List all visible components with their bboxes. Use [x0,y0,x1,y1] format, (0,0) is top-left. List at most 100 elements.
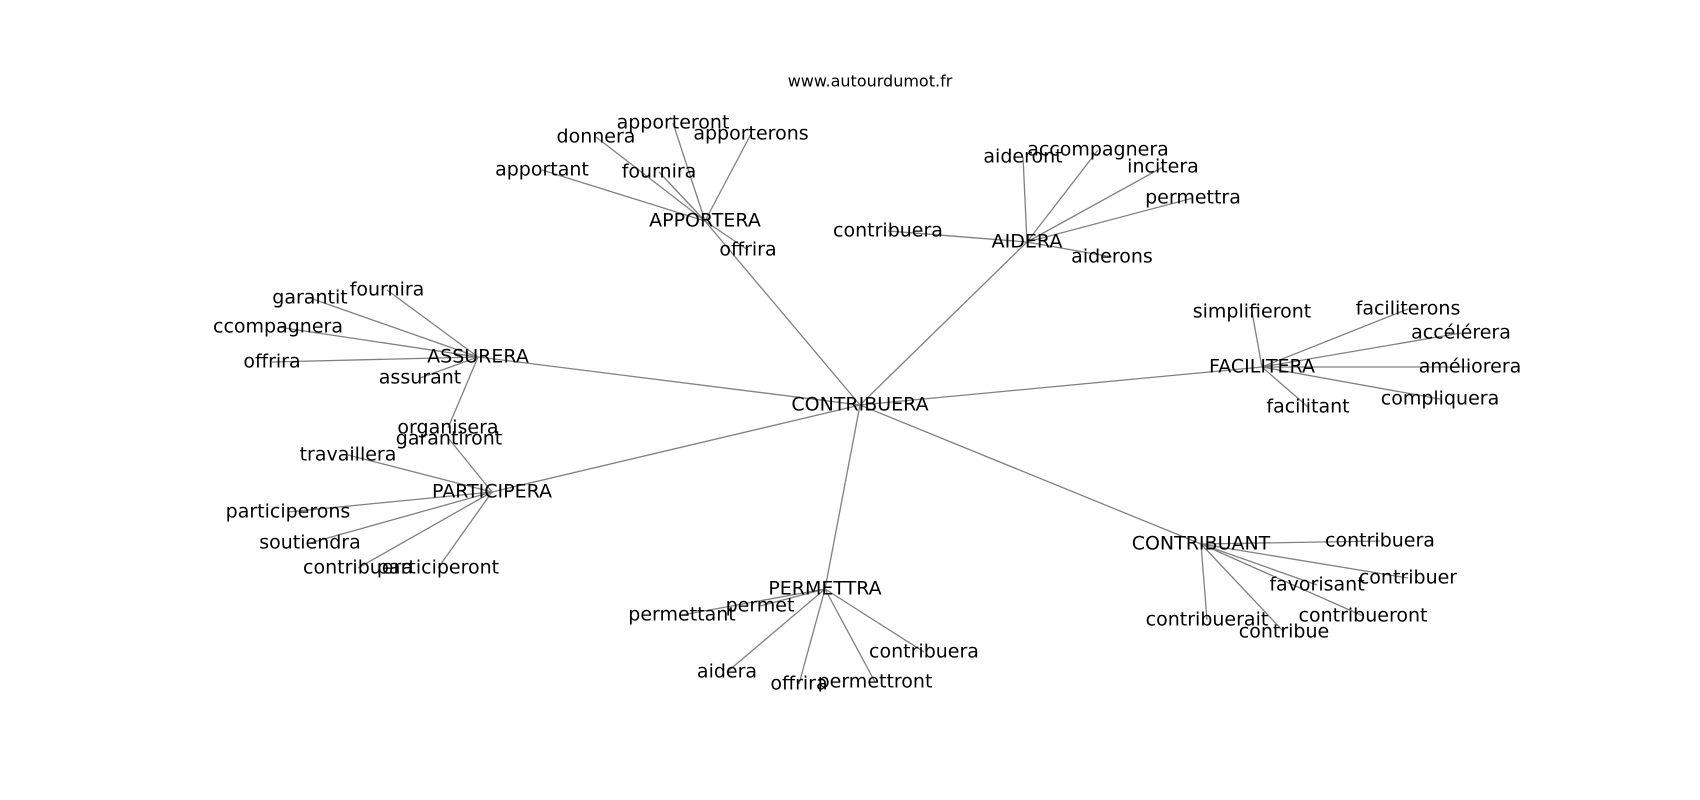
edge-hub-leaf [1261,332,1462,368]
leaf-node: aideront [983,146,1062,168]
edge-hub-leaf [541,169,706,222]
hub-node: FACILITERA [1209,356,1315,378]
leaf-node: améliorera [1419,356,1522,378]
edge-hub-leaf [1261,366,1309,408]
leaf-node: accompagnera [1027,139,1169,161]
leaf-node: contribueront [1299,605,1428,627]
watermark: www.autourdumot.fr [788,72,953,91]
edge-hub-leaf [1251,311,1263,368]
leaf-node: permettant [628,604,735,626]
edge-hub-leaf [287,491,493,513]
leaf-node: organisera [397,417,498,439]
leaf-node: facilitant [1266,396,1349,418]
edge-center-hub [477,356,861,406]
edge-center-hub [824,404,861,590]
leaf-node: garantit [272,287,347,309]
edges-layer [271,122,1470,685]
edge-hub-leaf [824,588,876,683]
edge-hub-leaf [704,220,749,251]
leaf-node: participerons [226,501,351,523]
edge-hub-leaf [1200,540,1381,545]
edge-hub-leaf [824,588,925,653]
edge-hub-leaf [1026,241,1113,258]
leaf-node: apportant [495,159,589,181]
edge-hub-leaf [1026,166,1164,243]
hub-node: PARTICIPERA [432,481,552,503]
hub-node: CONTRIBUANT [1132,533,1271,555]
edge-hub-leaf [357,491,493,569]
leaf-node: offrira [770,673,827,695]
edge-hub-leaf [437,491,493,569]
edge-hub-leaf [1200,543,1364,617]
leaf-node: offrira [719,239,776,261]
leaf-node: permettront [818,671,933,693]
leaf-node: incitera [1127,156,1199,178]
edge-hub-leaf [1200,543,1318,586]
leaf-node: contribue [1239,621,1329,643]
leaf-node: accélérera [1411,322,1511,344]
edge-hub-leaf [658,171,706,222]
edge-hub-leaf [1200,543,1285,633]
edge-hub-leaf [704,133,752,222]
leaf-node: faciliterons [1356,298,1461,320]
edge-hub-leaf [309,491,493,544]
leaf-node: apporterons [693,123,808,145]
leaf-node: apporteront [617,112,730,134]
edge-hub-leaf [726,588,826,673]
edge-hub-leaf [672,122,706,222]
edge-hub-leaf [448,438,493,493]
edge-hub-leaf [1200,543,1409,579]
edge-hub-leaf [681,588,826,616]
leaf-node: fournira [350,279,425,301]
leaf-node: contribuera [869,641,979,663]
edge-hub-leaf [1026,197,1194,243]
edge-hub-leaf [419,356,479,379]
leaf-node: garantiront [396,428,502,450]
leaf-node: simplifieront [1193,301,1311,323]
leaf-node: compliquera [1381,388,1499,410]
edge-center-hub [491,404,861,493]
leaf-node: soutiendra [259,532,361,554]
leaf-node: fournira [622,161,697,183]
leaf-node: ccompagnera [213,316,343,338]
labels-layer: www.autourdumot.fr CONTRIBUERA APPORTERA a… [213,72,1521,695]
edge-hub-leaf [277,326,479,358]
leaf-node: offrira [243,351,300,373]
hub-node: ASSURERA [427,346,529,368]
edge-hub-leaf [798,588,826,685]
edge-center-hub [859,241,1028,406]
leaf-node: contribuer [1359,567,1457,589]
leaf-node: favorisant [1269,574,1364,596]
leaf-node: aidera [697,661,757,683]
leaf-node: travaillera [300,444,397,466]
edge-hub-leaf [1200,543,1208,621]
edge-hub-leaf [595,136,706,222]
edge-hub-leaf [309,297,479,358]
edge-hub-leaf [347,454,493,493]
leaf-node: participeront [377,557,499,579]
leaf-node: contribuera [833,220,943,242]
leaf-node: aiderons [1071,246,1153,268]
leaf-node: permet [726,595,795,617]
center-node: CONTRIBUERA [791,394,928,416]
edge-hub-leaf [1022,156,1028,243]
edge-hub-leaf [1261,366,1441,400]
edge-center-hub [704,220,861,406]
edge-hub-leaf [1026,149,1099,243]
hub-node: PERMETTRA [768,578,881,600]
leaf-node: contribuerait [1146,609,1269,631]
leaf-node: contribuera [303,557,413,579]
leaf-node: permettra [1145,187,1241,209]
leaf-node: assurant [379,367,461,389]
edge-hub-leaf [1261,308,1409,368]
edge-hub-leaf [447,356,479,429]
edge-hub-leaf [759,588,826,607]
edge-hub-leaf [887,230,1028,243]
leaf-node: contribuera [1325,530,1435,552]
hub-node: APPORTERA [649,210,761,232]
hub-node: AIDERA [992,231,1063,253]
edge-center-hub [859,404,1202,545]
edge-hub-leaf [386,289,479,358]
leaf-node: donnera [557,126,636,148]
